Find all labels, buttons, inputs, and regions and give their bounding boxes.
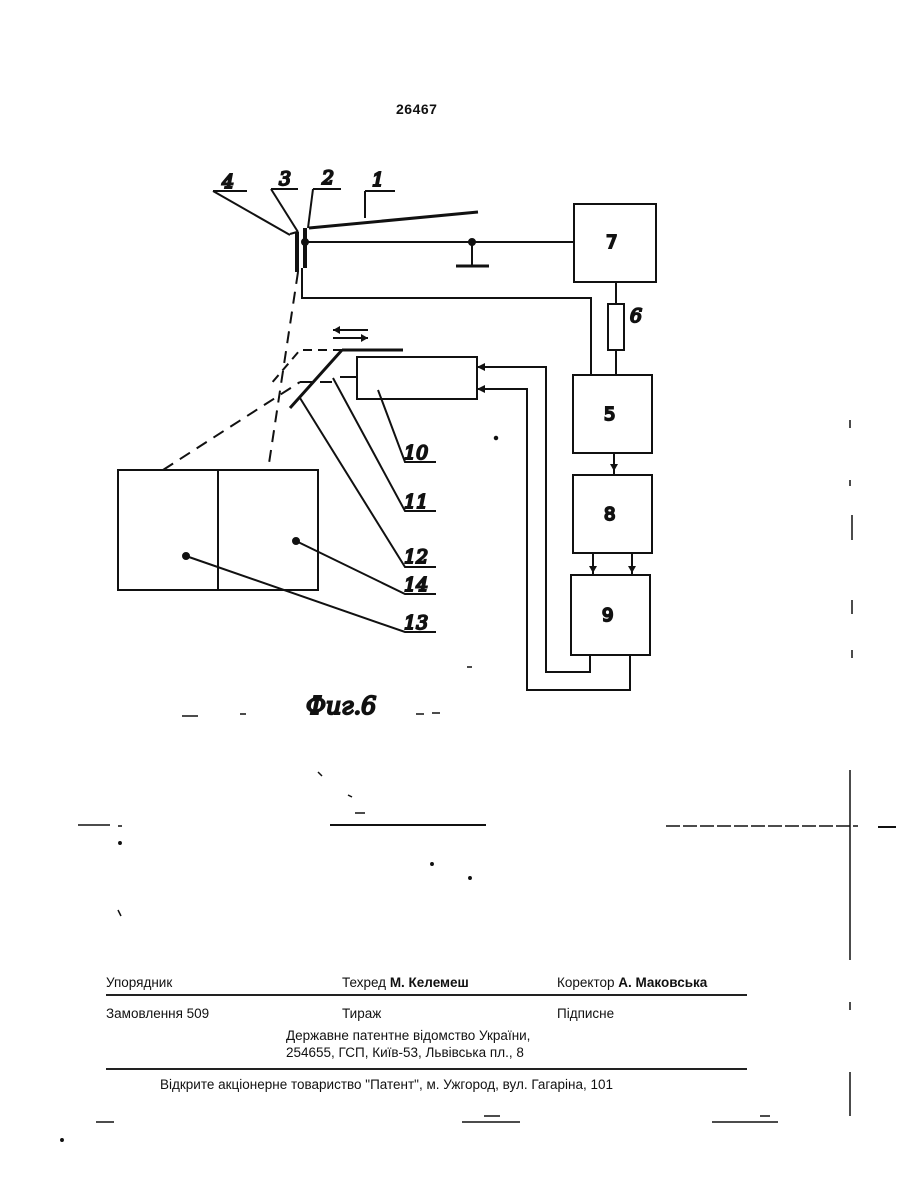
printer-info: Відкрите акціонерне товариство "Патент",… bbox=[160, 1077, 613, 1092]
label-11: 11 bbox=[404, 491, 428, 513]
corrector-label: Коректор bbox=[557, 975, 615, 990]
techred-label: Техред bbox=[342, 975, 386, 990]
target-object bbox=[118, 470, 318, 590]
compiler-label: Упорядник bbox=[106, 975, 172, 990]
label-13: 13 bbox=[404, 612, 428, 634]
corrector: Коректор А. Маковська bbox=[557, 975, 707, 990]
block-5-label: 5 bbox=[604, 404, 615, 425]
techred: Техред М. Келемеш bbox=[342, 975, 469, 990]
figure-caption: Фиг.6 bbox=[306, 692, 376, 720]
top-labels: 4 3 2 1 bbox=[213, 167, 395, 235]
label-12: 12 bbox=[404, 546, 428, 568]
patent-office: Державне патентне відомство України, 254… bbox=[286, 1027, 530, 1061]
techred-name: М. Келемеш bbox=[390, 975, 469, 990]
right-labels: 10 11 12 14 13 bbox=[186, 378, 436, 634]
label-6: 6 bbox=[630, 305, 642, 327]
resistor-6 bbox=[608, 304, 624, 350]
label-1: 1 bbox=[372, 169, 384, 191]
scan-specks bbox=[182, 420, 852, 716]
block-9-label: 9 bbox=[602, 605, 613, 626]
optical-beams bbox=[163, 272, 340, 470]
block-5: 5 bbox=[573, 375, 652, 453]
mirror-assembly bbox=[270, 326, 403, 408]
office-line-1: Державне патентне відомство України, bbox=[286, 1027, 530, 1044]
label-14: 14 bbox=[404, 574, 428, 596]
imprint-rule-top bbox=[106, 994, 747, 996]
imprint-rule-bottom bbox=[106, 1068, 747, 1070]
block-8-label: 8 bbox=[604, 504, 615, 525]
circulation: Тираж bbox=[342, 1006, 381, 1021]
label-4: 4 bbox=[221, 171, 234, 193]
order-number: Замовлення 509 bbox=[106, 1006, 209, 1021]
block-10 bbox=[357, 357, 477, 399]
office-line-2: 254655, ГСП, Київ-53, Львівська пл., 8 bbox=[286, 1044, 530, 1061]
block-7: 7 bbox=[574, 204, 656, 282]
registration-marks bbox=[0, 760, 900, 1178]
block-8: 8 bbox=[573, 475, 652, 553]
label-10: 10 bbox=[404, 442, 428, 464]
label-3: 3 bbox=[279, 168, 291, 190]
corrector-name: А. Маковська bbox=[618, 975, 707, 990]
subscription: Підписне bbox=[557, 1006, 614, 1021]
figure-6-diagram: 4 3 2 1 7 6 5 8 9 bbox=[0, 0, 900, 760]
block-9: 9 bbox=[571, 575, 650, 655]
label-2: 2 bbox=[321, 167, 334, 189]
block-7-label: 7 bbox=[606, 232, 617, 253]
